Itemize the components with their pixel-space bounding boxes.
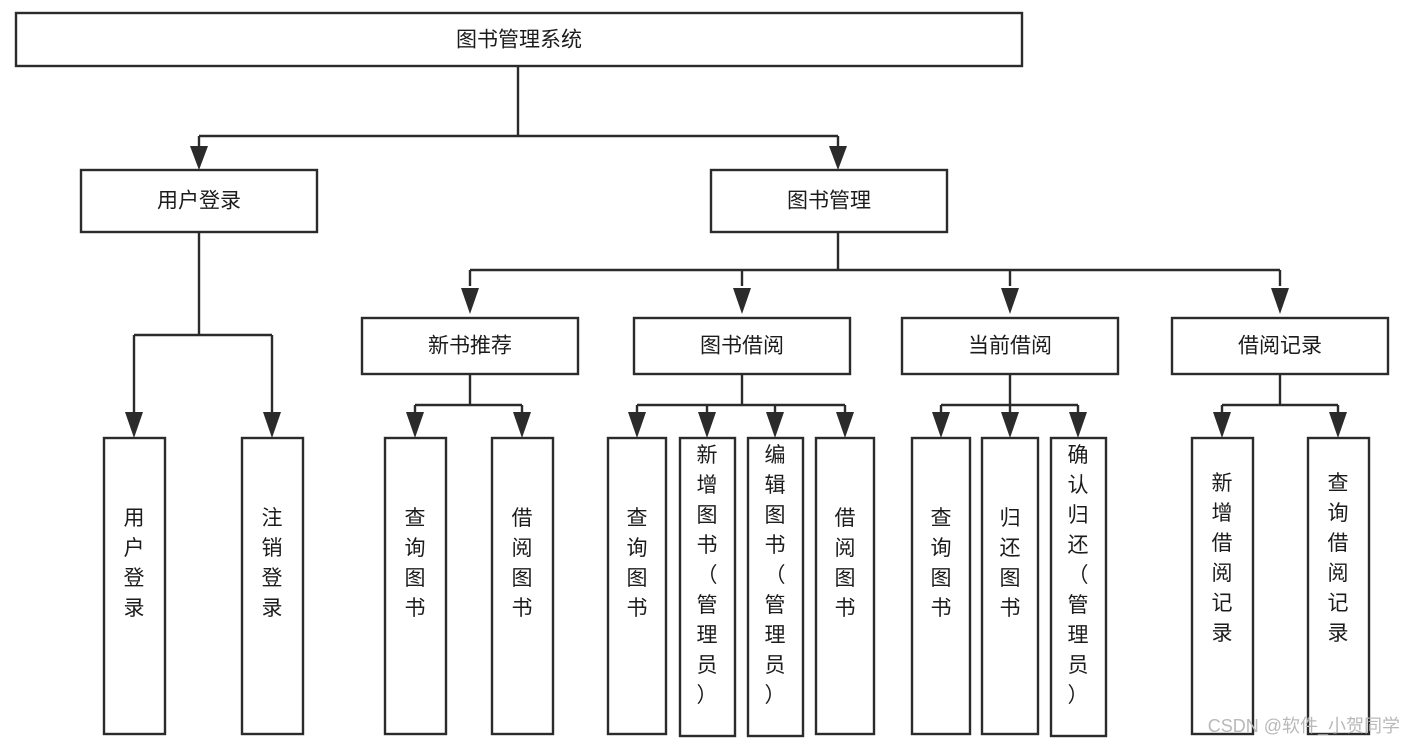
node-root[interactable]: 图书管理系统 bbox=[14, 11, 1024, 68]
node-leaf-return-book-label: 归还图书 bbox=[1000, 507, 1021, 620]
node-l2-book-borrow[interactable]: 图书借阅 bbox=[632, 316, 852, 376]
node-l1-book-manage-label: 图书管理 bbox=[787, 190, 871, 213]
node-leaf-return-book-box[interactable] bbox=[980, 436, 1040, 736]
node-leaf-add-book-admin[interactable]: 新增图书（管理员） bbox=[678, 436, 737, 738]
arrow-icon-bookmanage-l2-1 bbox=[461, 288, 479, 314]
node-l1-book-manage[interactable]: 图书管理 bbox=[709, 168, 949, 234]
arrow-icon-root-to-user-login bbox=[190, 146, 208, 170]
node-leaf-edit-book-admin[interactable]: 编辑图书（管理员） bbox=[746, 436, 805, 738]
node-l2-current-borrow-label: 当前借阅 bbox=[968, 335, 1052, 358]
node-leaf-query-borrow-record-box[interactable] bbox=[1306, 436, 1371, 736]
node-leaf-query-book-1-label: 查询图书 bbox=[405, 507, 426, 620]
node-l2-book-borrow-label: 图书借阅 bbox=[700, 335, 784, 358]
node-leaf-return-book[interactable]: 归还图书 bbox=[980, 436, 1040, 736]
node-leaf-user-logout-label: 注销登录 bbox=[262, 507, 283, 620]
arrow-icon-bookmanage-l2-4 bbox=[1271, 288, 1289, 314]
node-leaf-query-borrow-record[interactable]: 查询借阅记录 bbox=[1306, 436, 1371, 736]
node-leaf-borrow-book-1-label: 借阅图书 bbox=[512, 507, 533, 620]
node-leaf-user-login[interactable]: 用户登录 bbox=[102, 436, 167, 736]
node-leaf-add-borrow-record-box[interactable] bbox=[1190, 436, 1255, 736]
node-leaf-query-book-3[interactable]: 查询图书 bbox=[910, 436, 972, 736]
node-leaf-add-borrow-record-label: 新增借阅记录 bbox=[1212, 472, 1233, 645]
node-leaf-borrow-book-1-box[interactable] bbox=[490, 436, 555, 736]
node-root-label: 图书管理系统 bbox=[456, 29, 582, 52]
node-l2-borrow-record[interactable]: 借阅记录 bbox=[1170, 316, 1390, 376]
node-leaf-query-book-2-label: 查询图书 bbox=[627, 507, 648, 620]
arrow-icon-bookborrow-leaf-3 bbox=[766, 412, 784, 438]
node-leaf-add-borrow-record[interactable]: 新增借阅记录 bbox=[1190, 436, 1255, 736]
arrow-icon-currentborrow-leaf-3 bbox=[1069, 412, 1087, 438]
arrow-icon-bookmanage-l2-3 bbox=[1001, 288, 1019, 314]
node-leaf-query-book-1[interactable]: 查询图书 bbox=[383, 436, 448, 736]
node-leaf-user-login-label: 用户登录 bbox=[124, 507, 145, 620]
node-l2-current-borrow[interactable]: 当前借阅 bbox=[900, 316, 1120, 376]
node-leaf-borrow-book-2-label: 借阅图书 bbox=[835, 507, 856, 620]
node-root-box[interactable] bbox=[14, 11, 1024, 68]
node-leaf-query-book-2-box[interactable] bbox=[606, 436, 668, 736]
node-leaf-confirm-return-admin[interactable]: 确认归还（管理员） bbox=[1049, 436, 1108, 738]
node-l2-current-borrow-box[interactable] bbox=[900, 316, 1120, 376]
node-l2-borrow-record-label: 借阅记录 bbox=[1238, 335, 1322, 358]
node-leaf-add-book-admin-label: 新增图书（管理员） bbox=[697, 444, 718, 707]
node-leaf-user-logout-box[interactable] bbox=[240, 436, 305, 736]
node-l2-new-book-rec[interactable]: 新书推荐 bbox=[360, 316, 580, 376]
node-l2-borrow-record-box[interactable] bbox=[1170, 316, 1390, 376]
node-leaf-query-book-1-box[interactable] bbox=[383, 436, 448, 736]
node-l1-user-login-label: 用户登录 bbox=[157, 190, 241, 213]
node-leaf-query-book-3-box[interactable] bbox=[910, 436, 972, 736]
node-leaf-confirm-return-admin-label: 确认归还（管理员） bbox=[1068, 444, 1089, 707]
arrow-icon-newbook-leaf-2 bbox=[513, 412, 531, 438]
arrow-icon-userlogin-leaf-2 bbox=[263, 412, 281, 438]
arrow-icon-borrowrecord-leaf-2 bbox=[1329, 412, 1347, 438]
node-l1-user-login[interactable]: 用户登录 bbox=[79, 168, 319, 234]
arrow-icon-bookborrow-leaf-1 bbox=[628, 412, 646, 438]
arrow-icon-borrowrecord-leaf-1 bbox=[1213, 412, 1231, 438]
watermark-label: CSDN @软件_小贺同学 bbox=[1208, 716, 1400, 737]
arrow-icon-currentborrow-leaf-2 bbox=[1001, 412, 1019, 438]
arrow-icon-currentborrow-leaf-1 bbox=[932, 412, 950, 438]
arrow-icon-userlogin-leaf-1 bbox=[125, 412, 143, 438]
node-leaf-borrow-book-2[interactable]: 借阅图书 bbox=[814, 436, 876, 736]
node-l2-book-borrow-box[interactable] bbox=[632, 316, 852, 376]
node-leaf-edit-book-admin-box[interactable] bbox=[746, 436, 805, 738]
node-leaf-add-book-admin-box[interactable] bbox=[678, 436, 737, 738]
node-l2-new-book-rec-box[interactable] bbox=[360, 316, 580, 376]
arrow-icon-root-to-book-manage bbox=[829, 146, 847, 170]
node-leaf-borrow-book-1[interactable]: 借阅图书 bbox=[490, 436, 555, 736]
node-l1-book-manage-box[interactable] bbox=[709, 168, 949, 234]
node-leaf-query-borrow-record-label: 查询借阅记录 bbox=[1328, 472, 1349, 645]
arrow-icon-bookmanage-l2-2 bbox=[733, 288, 751, 314]
node-leaf-borrow-book-2-box[interactable] bbox=[814, 436, 876, 736]
arrow-icon-bookborrow-leaf-4 bbox=[836, 412, 854, 438]
node-leaf-query-book-2[interactable]: 查询图书 bbox=[606, 436, 668, 736]
node-leaf-confirm-return-admin-box[interactable] bbox=[1049, 436, 1108, 738]
node-leaf-edit-book-admin-label: 编辑图书（管理员） bbox=[765, 444, 786, 707]
connector-layer bbox=[125, 66, 1347, 438]
node-l1-user-login-box[interactable] bbox=[79, 168, 319, 234]
node-l2-new-book-rec-label: 新书推荐 bbox=[428, 335, 512, 358]
arrow-icon-bookborrow-leaf-2 bbox=[698, 412, 716, 438]
node-leaf-query-book-3-label: 查询图书 bbox=[931, 507, 952, 620]
node-leaf-user-logout[interactable]: 注销登录 bbox=[240, 436, 305, 736]
node-leaf-user-login-box[interactable] bbox=[102, 436, 167, 736]
arrow-icon-newbook-leaf-1 bbox=[406, 412, 424, 438]
